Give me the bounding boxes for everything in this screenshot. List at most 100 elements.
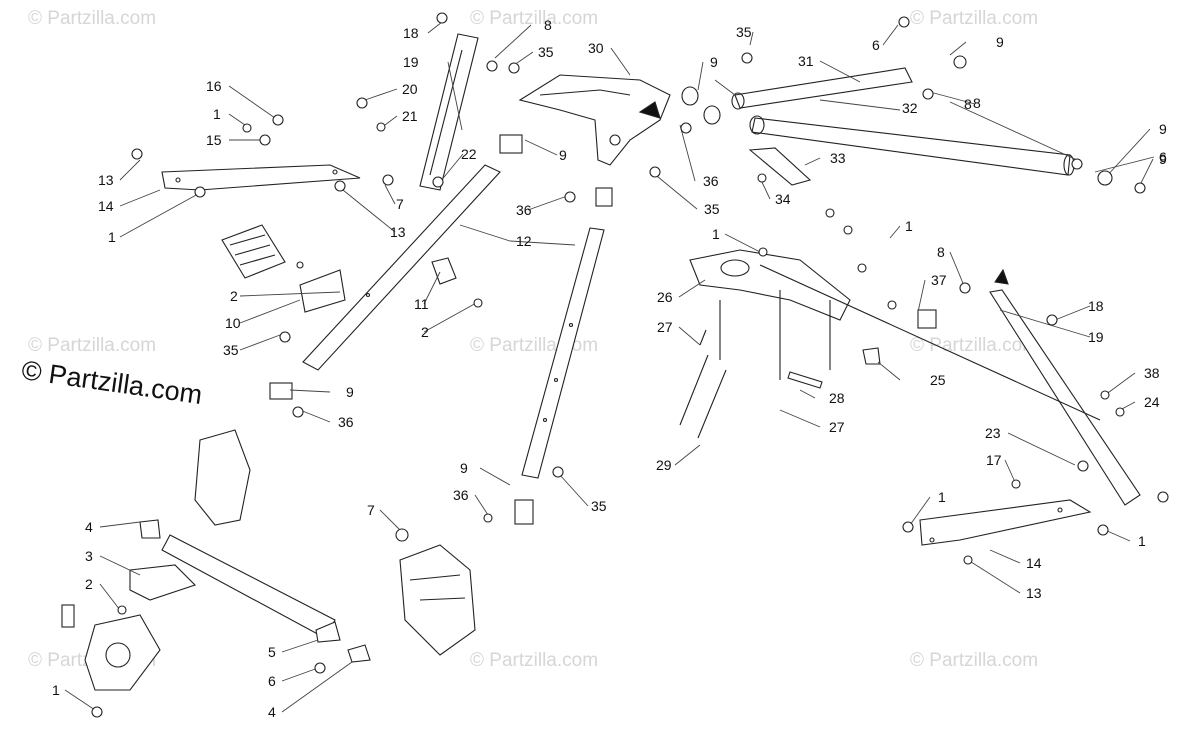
callout-number: 9 — [559, 147, 567, 163]
callout-number: 10 — [225, 315, 241, 331]
watermark-text: © Partzilla.com — [470, 650, 599, 671]
callout-number: 20 — [402, 81, 418, 97]
watermark-text: © Partzilla.com — [910, 8, 1039, 29]
part-bracket-33 — [748, 147, 812, 186]
callout-number: 27 — [657, 319, 673, 335]
callout-number: 13 — [1026, 585, 1042, 601]
callout-number: 5 — [268, 644, 276, 660]
part-right-pillar-bracket — [399, 544, 476, 656]
callout-number: 6 — [1159, 149, 1167, 165]
callout-number: 35 — [591, 498, 607, 514]
watermark-text: © Partzilla.com — [910, 650, 1039, 671]
callout-number: 9 — [346, 384, 354, 400]
callout-number: 12 — [516, 233, 532, 249]
part-motor-assembly — [61, 604, 161, 691]
callout-number: 1 — [108, 229, 116, 245]
part-clip-4 — [347, 644, 371, 663]
callout-number: 4 — [268, 704, 276, 720]
callout-number: 1 — [712, 226, 720, 242]
callout-number: 7 — [396, 196, 404, 212]
callout-number: 8 — [964, 96, 972, 112]
watermark-text: © Partzilla.com — [910, 335, 1039, 356]
part-lower-cross-tube — [139, 519, 341, 643]
callout-number: 6 — [268, 673, 276, 689]
callout-number: 35 — [223, 342, 239, 358]
callout-number: 2 — [421, 324, 429, 340]
callout-number: 9 — [1159, 121, 1167, 137]
callout-number: 1 — [213, 106, 221, 122]
part-rail-19-left — [419, 33, 479, 191]
callout-number: 9 — [710, 54, 718, 70]
callout-number: 26 — [657, 289, 673, 305]
part-bracket-10 — [299, 269, 346, 313]
part-latch-37 — [917, 309, 937, 329]
part-front-tube-12-left — [302, 164, 501, 371]
callout-number: 14 — [98, 198, 114, 214]
fasteners — [91, 12, 1169, 718]
callout-number: 31 — [798, 53, 814, 69]
part-bracket-3 — [129, 564, 197, 601]
callout-number: 8 — [544, 17, 552, 33]
callout-number: 35 — [704, 201, 720, 217]
callout-number: 30 — [588, 40, 604, 56]
callout-number: 28 — [829, 390, 845, 406]
callout-number: 16 — [206, 78, 222, 94]
part-dash-bar-26 — [689, 249, 1101, 421]
part-bolts-29 — [679, 329, 727, 439]
part-relay-box — [221, 224, 286, 279]
callout-number: 1 — [1138, 533, 1146, 549]
leader-lines — [64, 21, 1155, 713]
callout-number: 36 — [338, 414, 354, 430]
callout-number: 34 — [775, 191, 791, 207]
callout-number: 19 — [403, 54, 419, 70]
watermark-text: © Partzilla.com — [28, 8, 157, 29]
callout-number: 24 — [1144, 394, 1160, 410]
part-roof-bar-lower-right — [919, 499, 1092, 546]
callout-number: 23 — [985, 425, 1001, 441]
watermark-text: © Partzilla.com — [28, 335, 157, 356]
callout-number: 9 — [460, 460, 468, 476]
part-clip-25 — [862, 347, 881, 365]
callout-number: 13 — [98, 172, 114, 188]
callout-number: 36 — [703, 173, 719, 189]
callout-labels: 18 8 35 30 9 35 31 6 9 19 20 21 16 1 15 … — [52, 17, 1167, 720]
callout-number: 17 — [986, 452, 1002, 468]
callout-number: 21 — [402, 108, 418, 124]
callout-number: 4 — [85, 519, 93, 535]
part-center-upper-bracket-30 — [518, 74, 671, 166]
part-front-tube-12-right — [521, 227, 605, 479]
callout-number: 6 — [872, 37, 880, 53]
part-cross-tube-31 — [681, 67, 913, 125]
callout-number: 3 — [85, 548, 93, 564]
callout-number: 9 — [1159, 151, 1167, 167]
callout-number: 15 — [206, 132, 222, 148]
callout-number: 27 — [829, 419, 845, 435]
callout-number: 1 — [905, 218, 913, 234]
callout-number: 7 — [367, 502, 375, 518]
part-fastener-strip-28 — [787, 371, 823, 389]
callout-number: 36 — [516, 202, 532, 218]
callout-number: 14 — [1026, 555, 1042, 571]
callout-number: 13 — [390, 224, 406, 240]
callout-number: 18 — [1088, 298, 1104, 314]
callout-number: 33 — [830, 150, 846, 166]
callout-number: 19 — [1088, 329, 1104, 345]
callout-number: 35 — [538, 44, 554, 60]
callout-number: 22 — [461, 146, 477, 162]
part-sleeves-9 — [269, 134, 613, 525]
part-cross-tube-32 — [749, 115, 1075, 176]
callout-number: 37 — [931, 272, 947, 288]
callout-number: 29 — [656, 457, 672, 473]
callout-number: 11 — [414, 296, 429, 312]
callout-number: 36 — [453, 487, 469, 503]
callout-number: 25 — [930, 372, 946, 388]
callout-number: 38 — [1144, 365, 1160, 381]
callout-number: 2 — [230, 288, 238, 304]
callout-number: 8 — [973, 95, 981, 111]
callout-number: 35 — [736, 24, 752, 40]
callout-number: 32 — [902, 100, 918, 116]
part-roof-bar-upper-left — [161, 164, 361, 191]
watermark-text: © Partzilla.com — [470, 8, 599, 29]
callout-number: 8 — [937, 244, 945, 260]
